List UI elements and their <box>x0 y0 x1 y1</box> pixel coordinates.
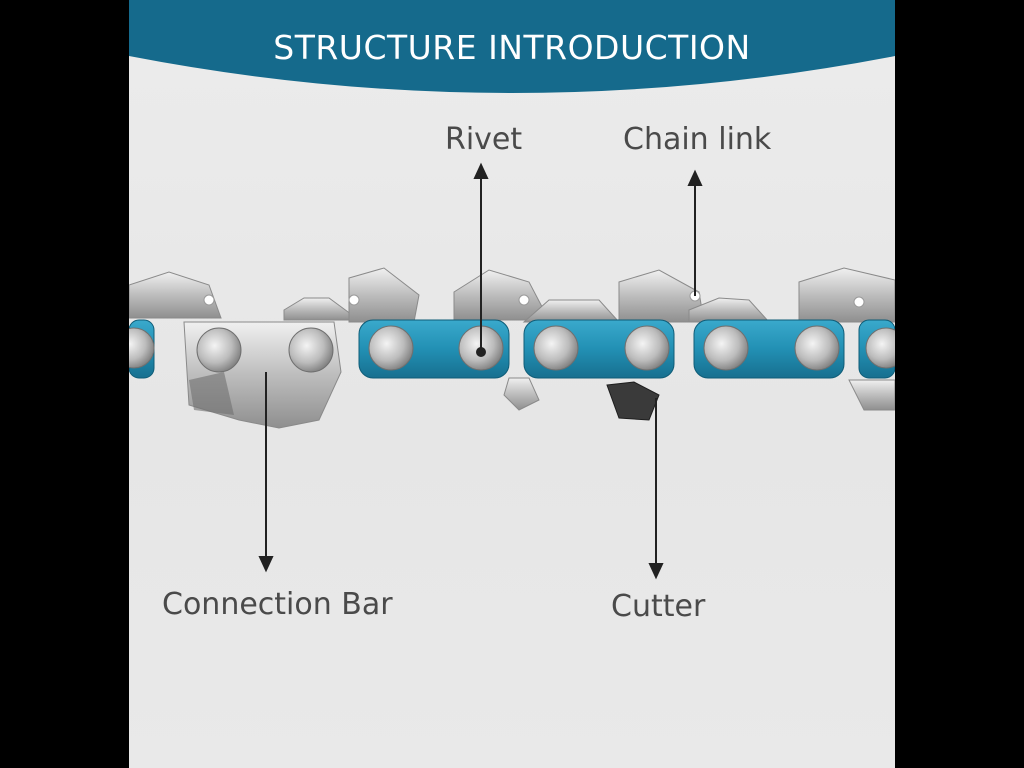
cutter-edge <box>606 381 660 421</box>
header-banner <box>129 0 895 93</box>
callout-rivet: Rivet <box>445 122 523 157</box>
callout-cutter: Cutter <box>611 589 706 624</box>
callout-chain-link: Chain link <box>623 122 772 157</box>
callout-connection-bar: Connection Bar <box>162 587 393 622</box>
diagram-canvas: STRUCTURE INTRODUCTION <box>129 0 895 768</box>
cutter-teeth-row <box>129 267 895 411</box>
header-title: STRUCTURE INTRODUCTION <box>273 28 751 67</box>
chain-diagram <box>129 162 895 580</box>
